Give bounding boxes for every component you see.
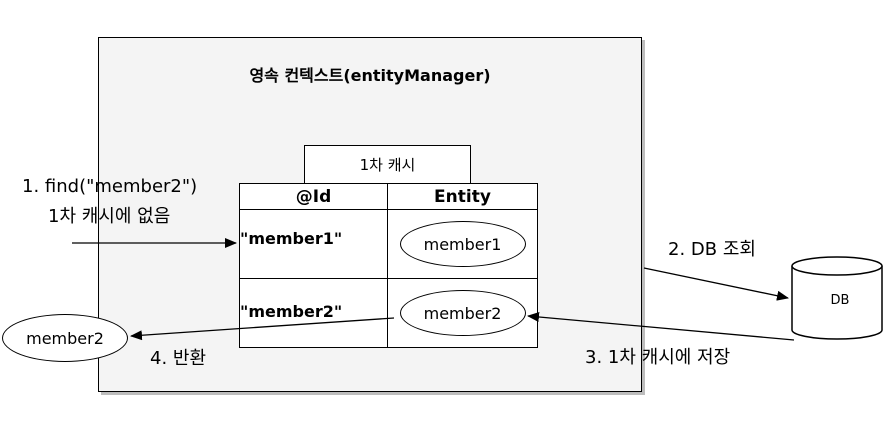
step-return-label: 4. 반환 [150, 348, 207, 369]
store-cache-arrow [527, 312, 795, 341]
entity-member2: member2 [399, 290, 526, 336]
cache-row: "member2" member2 [239, 278, 538, 348]
db-cylinder-icon [791, 256, 883, 340]
db-lookup-arrow [643, 267, 789, 301]
id-column-header: @Id [239, 183, 388, 210]
return-arrow [130, 317, 395, 341]
persistence-context-title: 영속 컨텍스트(entityManager) [249, 66, 491, 85]
step-cache-miss-label: 1차 캐시에 없음 [48, 206, 171, 227]
first-level-cache-table: @Id Entity "member1" member1 "member2" m… [239, 183, 538, 348]
step-db-lookup-label: 2. DB 조회 [668, 239, 756, 260]
entity-member1: member1 [399, 221, 526, 267]
returned-entity: member2 [2, 314, 128, 362]
first-level-cache-label-text: 1차 캐시 [359, 156, 416, 174]
returned-entity-label: member2 [26, 328, 104, 348]
cache-row-entity-cell: member1 [387, 209, 538, 279]
cache-key-member2: "member2" [240, 301, 343, 321]
cache-row: "member1" member1 [239, 209, 538, 279]
cache-row-key-cell: "member2" [239, 278, 388, 348]
cache-row-key-cell: "member1" [239, 209, 388, 279]
cache-key-member1: "member1" [240, 228, 343, 248]
step-find-label: 1. find("member2") [22, 176, 198, 197]
step-store-cache-label: 3. 1차 캐시에 저장 [585, 347, 731, 368]
db-label: DB [830, 293, 850, 308]
cache-row-entity-cell: member2 [387, 278, 538, 348]
